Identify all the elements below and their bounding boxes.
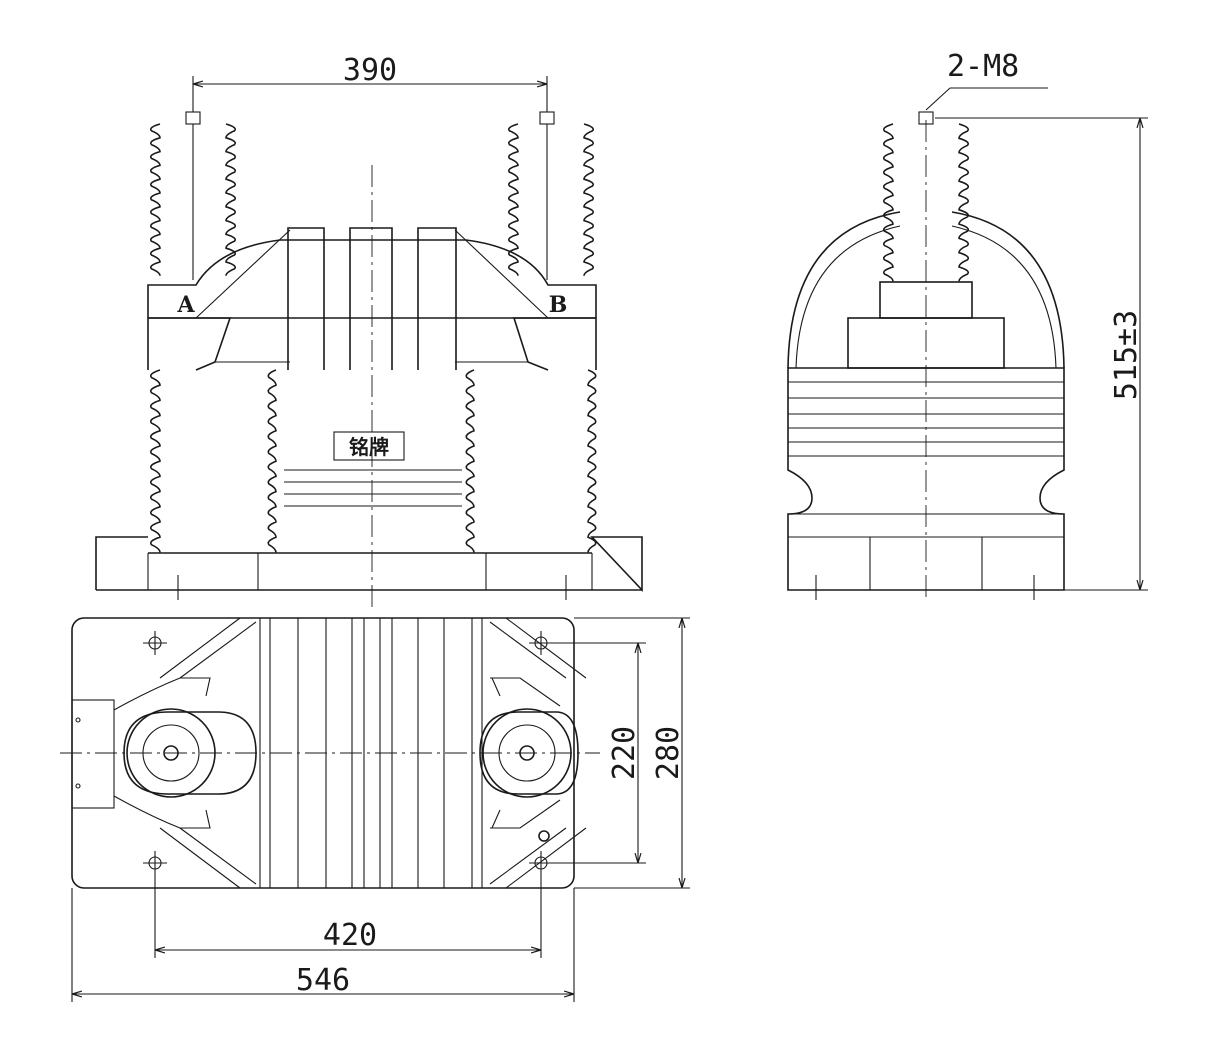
- ground-stud: [538, 830, 550, 842]
- front-sheds: [149, 123, 597, 553]
- dim-outer-depth: 280: [574, 617, 690, 889]
- front-view: 铭牌 A B 390: [95, 53, 643, 610]
- shed-profile: [587, 369, 597, 553]
- shed-profile: [149, 369, 161, 553]
- shed-profile: [465, 369, 475, 553]
- shed-profile: [225, 123, 237, 276]
- dim-inner-depth: 220: [548, 642, 646, 864]
- terminal-b-label: B: [549, 292, 568, 318]
- terminal-a-nut: [185, 111, 201, 280]
- side-view: 2-M8 515±3: [787, 49, 1148, 600]
- dim-top-spacing: 390: [192, 53, 548, 112]
- terminal-b-nut: [539, 111, 555, 280]
- dim-420-text: 420: [323, 918, 377, 953]
- dim-height: 515±3: [935, 117, 1148, 591]
- side-sheds: [882, 123, 970, 282]
- dim-546-text: 546: [296, 963, 350, 998]
- nameplate-label: 铭牌: [349, 435, 389, 459]
- mount-hole-bl: [143, 851, 167, 875]
- thread-callout-text: 2-M8: [947, 49, 1019, 84]
- shed-profile: [958, 123, 970, 282]
- terminal-a-label: A: [176, 292, 195, 318]
- dim-hole-spacing: 420: [154, 875, 542, 958]
- top-view: 220 280 420 546: [60, 617, 690, 1002]
- shed-profile: [507, 123, 519, 276]
- shed-profile: [149, 123, 161, 276]
- thread-callout: 2-M8: [925, 49, 1048, 111]
- shed-profile: [882, 123, 894, 282]
- dim-280-text: 280: [651, 726, 686, 780]
- dim-515-text: 515±3: [1109, 310, 1144, 400]
- dim-overall-width: 546: [71, 888, 575, 1002]
- shed-profile: [583, 123, 595, 276]
- shed-profile: [267, 369, 277, 553]
- dim-220-text: 220: [607, 726, 642, 780]
- dim-390-text: 390: [343, 53, 397, 88]
- mount-hole-tl: [143, 631, 167, 655]
